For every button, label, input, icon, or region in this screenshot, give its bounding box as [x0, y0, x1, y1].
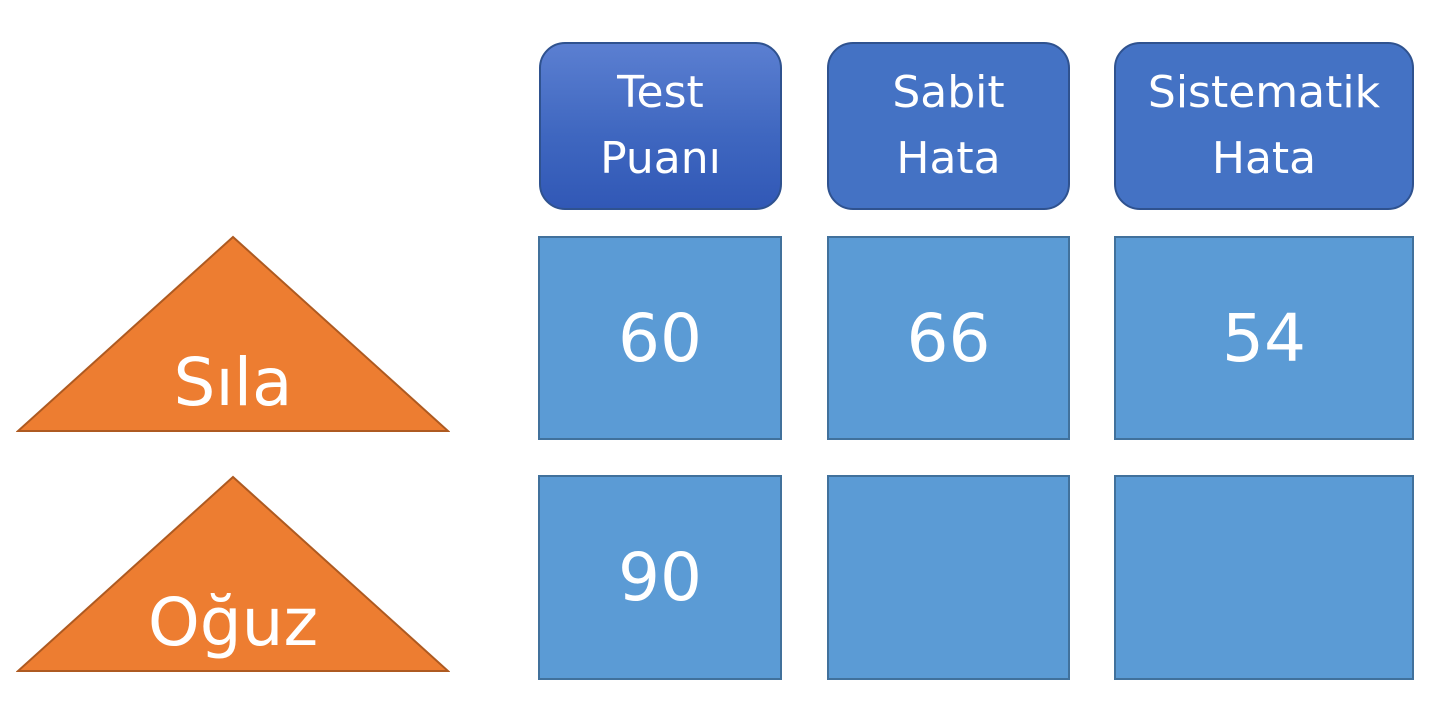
row-label-oguz: Oğuz	[16, 475, 450, 673]
header-sabit-hata: Sabit Hata	[827, 42, 1070, 210]
cell-oguz-sistematik-hata	[1114, 475, 1414, 680]
row-name: Sıla	[173, 344, 293, 421]
header-label: Sabit Hata	[892, 67, 1005, 184]
triangle-shape	[16, 235, 450, 432]
header-label: Sistematik Hata	[1147, 67, 1381, 184]
cell-sila-sabit-hata: 66	[827, 236, 1070, 440]
cell-oguz-sabit-hata	[827, 475, 1070, 680]
cell-oguz-test-puani: 90	[538, 475, 782, 680]
header-sistematik-hata: Sistematik Hata	[1114, 42, 1414, 210]
triangle-shape	[16, 475, 450, 672]
cell-sila-test-puani: 60	[538, 236, 782, 440]
cell-sila-sistematik-hata: 54	[1114, 236, 1414, 440]
row-label-sila: Sıla	[16, 235, 450, 433]
header-test-puani: Test Puanı	[539, 42, 782, 210]
header-label: Test Puanı	[600, 67, 721, 184]
row-name: Oğuz	[147, 584, 319, 661]
